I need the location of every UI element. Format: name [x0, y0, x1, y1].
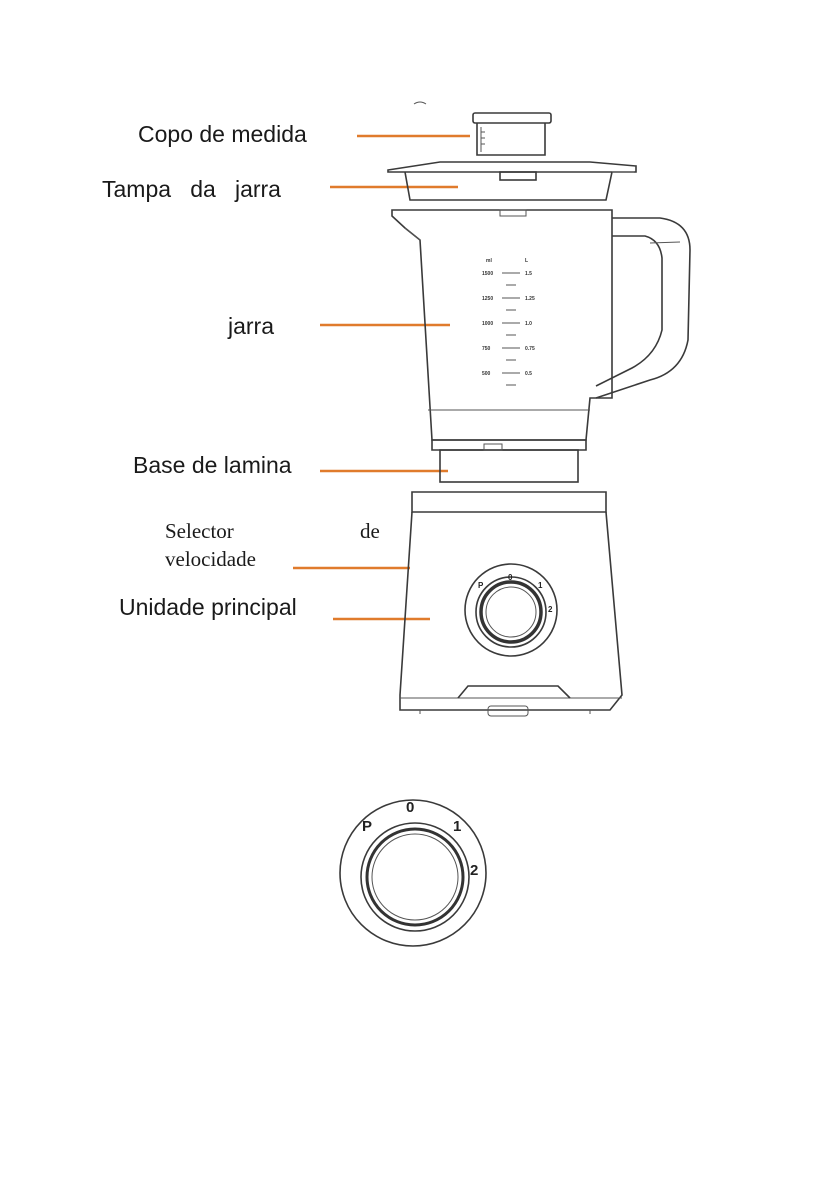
small-dial-label-2: 2	[548, 605, 553, 614]
dial-label-2: 2	[470, 862, 478, 879]
dial-label-p: P	[362, 818, 372, 835]
small-dial-label-0: 0	[508, 573, 513, 582]
scale-l-value: 1.25	[525, 296, 535, 302]
scale-ml-value: 1500	[482, 271, 493, 277]
scale-ml-value: 1000	[482, 321, 493, 327]
scale-l-header: L	[525, 258, 528, 264]
speed-dial-detail[interactable]: P 0 1 2	[340, 799, 486, 946]
small-dial-label-p: P	[478, 581, 484, 590]
scale-ml-value: 750	[482, 346, 491, 352]
blade-base	[432, 440, 586, 482]
scale-ml-value: 1250	[482, 296, 493, 302]
jar-lid	[388, 162, 636, 200]
scale-l-value: 1.0	[525, 321, 532, 327]
scale-l-value: 0.5	[525, 371, 532, 377]
small-dial-label-1: 1	[538, 581, 543, 590]
measuring-cup	[414, 102, 551, 155]
scale-l-value: 1.5	[525, 271, 532, 277]
scale-ml-value: 500	[482, 371, 491, 377]
dial-label-1: 1	[453, 818, 461, 835]
main-unit	[400, 492, 622, 716]
scale-l-value: 0.75	[525, 346, 535, 352]
scale-ml-header: ml	[486, 258, 492, 264]
dial-label-0: 0	[406, 799, 414, 816]
jar-scale: ml L 1500 1.5 1250 1.25 1000 1.0 750 0.75 500 0.5	[482, 258, 535, 385]
